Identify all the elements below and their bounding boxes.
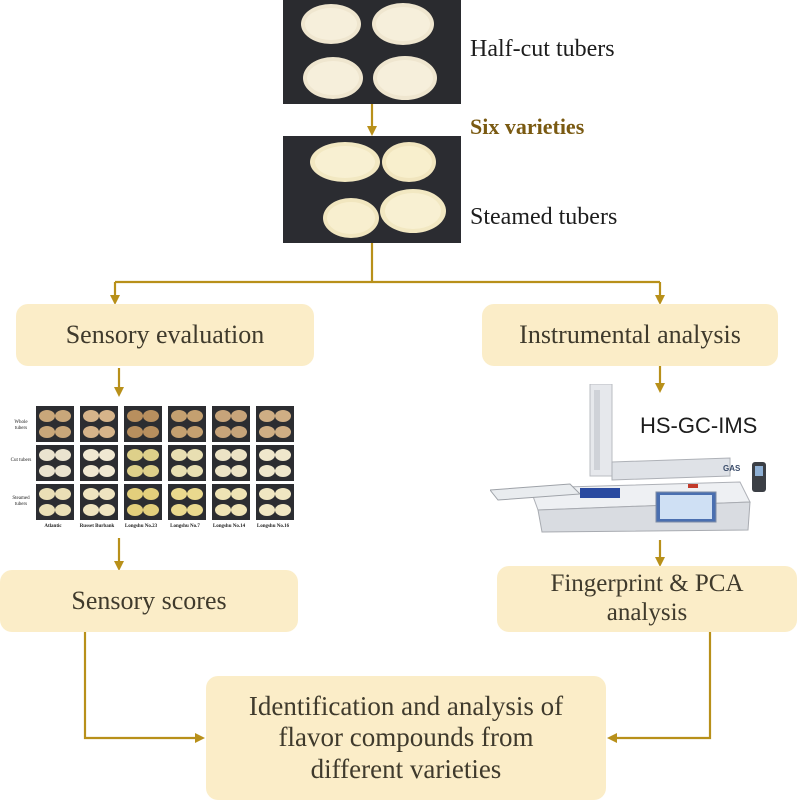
instrumental-analysis-box: Instrumental analysis (482, 304, 778, 366)
arrow-fingerprint-to-final (607, 632, 712, 743)
grid-row-label: Steamed tubers (12, 496, 30, 507)
grid-column-label: Atlantic (44, 524, 62, 529)
half-cut-tubers-photo (283, 0, 461, 104)
grid-row-label: Whole tubers (14, 420, 28, 431)
grid-row-label: Cut tubers (10, 458, 32, 463)
fingerprint-pca-box: Fingerprint & PCA analysis (497, 566, 797, 632)
grid-sample-photo (256, 406, 294, 442)
grid-sample-photo (168, 484, 206, 520)
grid-sample-photo (124, 406, 162, 442)
grid-column-label: Longshu No.14 (212, 524, 246, 529)
instrument-brand-label: GAS (723, 464, 741, 473)
grid-sample-photo (212, 445, 250, 481)
steamed-tubers-label: Steamed tubers (470, 204, 618, 230)
arrow-scores-to-final (83, 632, 205, 743)
grid-column-label: Longshu No.16 (256, 524, 290, 529)
grid-column-label: Russet Burbank (79, 524, 115, 529)
grid-sample-photo (124, 445, 162, 481)
grid-sample-photo (36, 445, 74, 481)
hs-gc-ims-label: HS-GC-IMS (640, 413, 758, 438)
sensory-evaluation-box: Sensory evaluation (16, 304, 314, 366)
grid-sample-photo (80, 484, 118, 520)
grid-sample-photo (36, 484, 74, 520)
grid-sample-photo (36, 406, 74, 442)
grid-sample-photo (168, 406, 206, 442)
grid-sample-photo (80, 445, 118, 481)
sensory-scores-box: Sensory scores (0, 570, 298, 632)
final-identification-box: Identification and analysis of flavor co… (206, 676, 606, 800)
grid-column-label: Longshu No.7 (170, 524, 200, 529)
grid-sample-photo (80, 406, 118, 442)
grid-sample-photo (168, 445, 206, 481)
grid-sample-photo (212, 484, 250, 520)
hs-gc-ims-instrument-image: GAS (489, 383, 780, 534)
grid-sample-photo (124, 484, 162, 520)
half-cut-tubers-label: Half-cut tubers (470, 36, 615, 62)
grid-sample-photo (256, 445, 294, 481)
grid-sample-photo (212, 406, 250, 442)
grid-sample-photo (256, 484, 294, 520)
sensory-sample-grid: Whole tubers Cut tubers Steamed tubers A… (8, 404, 294, 534)
six-varieties-title: Six varieties (470, 114, 585, 139)
steamed-tubers-photo (283, 136, 461, 243)
grid-column-label: Longshu No.23 (124, 524, 158, 529)
